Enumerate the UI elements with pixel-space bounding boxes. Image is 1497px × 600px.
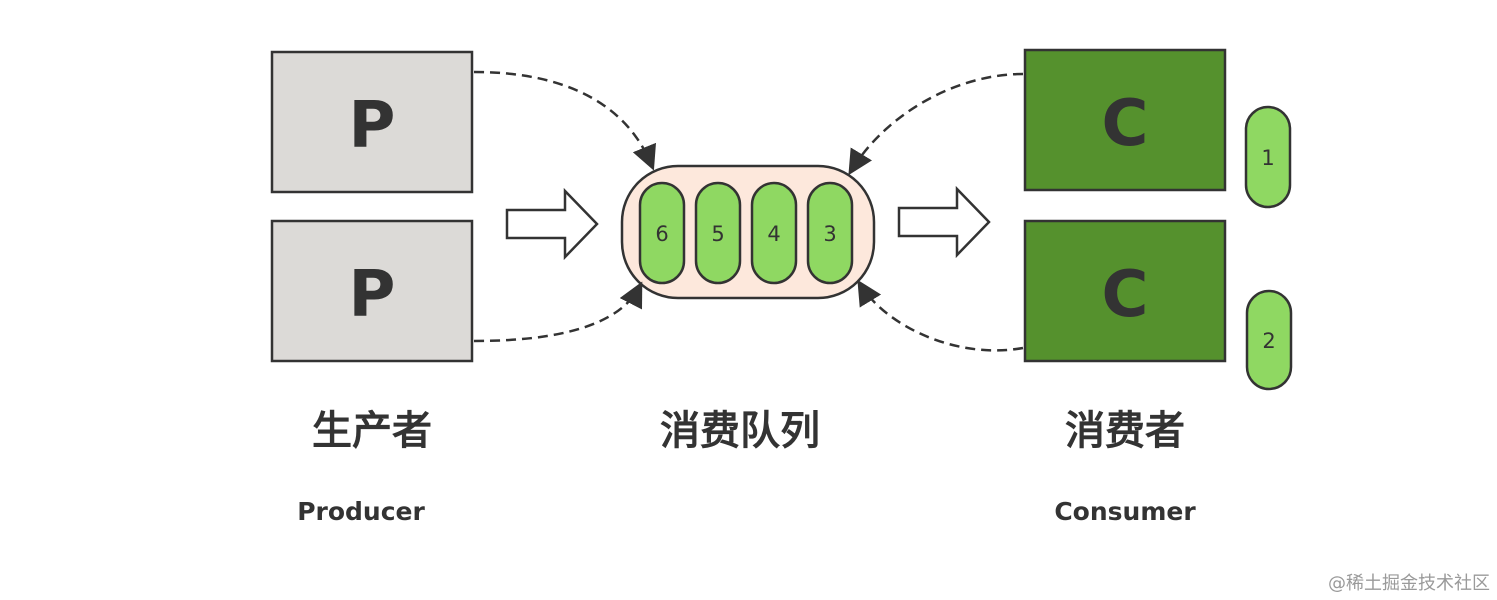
dashed-arrow-consumer-2-to-queue — [857, 279, 1024, 352]
queue-message-4-label: 4 — [767, 222, 780, 246]
producer-caption-en: Producer — [297, 497, 425, 526]
producer-box-2: P — [270, 219, 474, 363]
queue-message-6: 6 — [638, 181, 686, 285]
queue-message-5: 5 — [694, 181, 742, 285]
flow-arrow-queue-to-consumer — [897, 185, 991, 259]
producer-box-1: P — [270, 50, 474, 194]
consumed-message-1-label: 1 — [1261, 146, 1274, 170]
producer-caption-cn: 生产者 — [312, 408, 432, 454]
queue-message-3-label: 3 — [823, 222, 836, 246]
flow-arrow-producer-to-queue — [505, 187, 599, 261]
queue-message-4: 4 — [750, 181, 798, 285]
queue-message-6-label: 6 — [655, 222, 668, 246]
consumed-message-2-label: 2 — [1262, 329, 1275, 353]
consumed-message-2: 2 — [1245, 289, 1293, 391]
dashed-arrow-producer-2-to-queue — [473, 281, 643, 343]
consumed-message-1: 1 — [1244, 105, 1292, 209]
consumer-label-2: C — [1102, 258, 1149, 332]
queue-message-5-label: 5 — [711, 222, 724, 246]
consumer-box-2: C — [1023, 219, 1227, 363]
message-queue: 6 5 4 3 — [620, 164, 876, 300]
consumer-box-1: C — [1023, 48, 1227, 192]
queue-caption-cn: 消费队列 — [660, 408, 820, 454]
dashed-arrow-consumer-1-to-queue — [848, 72, 1024, 176]
consumer-caption-cn: 消费者 — [1065, 408, 1185, 454]
queue-message-3: 3 — [806, 181, 854, 285]
consumer-caption-en: Consumer — [1054, 497, 1196, 526]
producer-label-1: P — [349, 89, 396, 163]
consumer-label-1: C — [1102, 87, 1149, 161]
dashed-arrow-producer-1-to-queue — [473, 70, 656, 171]
watermark-text: @稀土掘金技术社区 — [1328, 573, 1490, 594]
producer-label-2: P — [349, 258, 396, 332]
